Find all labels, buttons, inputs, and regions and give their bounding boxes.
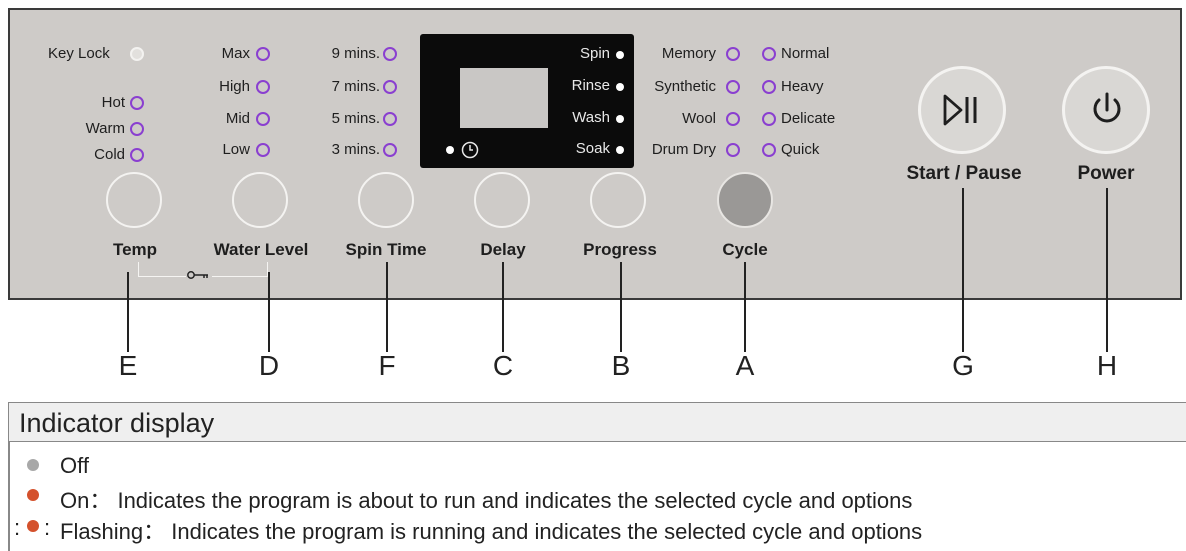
- delay-label: Delay: [480, 240, 526, 259]
- flashing-marks-left: :: [14, 515, 21, 540]
- cycle-option-normal: Normal: [781, 45, 830, 62]
- temp-label: Temp: [112, 240, 158, 259]
- legend-flashing-text: Flashing： Indicates the program is runni…: [60, 519, 923, 544]
- water-option-max: Max: [221, 45, 250, 62]
- water-level-label: Water Level: [213, 240, 309, 259]
- callout-letter-a: A: [735, 350, 755, 381]
- on-dot: [27, 489, 39, 501]
- water-max-indicator: [256, 47, 270, 61]
- temp-option-cold: Cold: [94, 146, 125, 163]
- cycle-option-synthetic: Synthetic: [654, 78, 716, 95]
- start-pause-label: Start / Pause: [906, 163, 1022, 184]
- control-panel: Key Lock Hot Warm Cold Max High Mid Low …: [8, 8, 1182, 300]
- stage-spin-indicator: [616, 51, 624, 59]
- cycle-drum-dry-indicator: [726, 143, 740, 157]
- power-button[interactable]: [1062, 66, 1150, 154]
- spin-option-7: 7 mins.: [331, 78, 380, 95]
- legend-on-text: On： Indicates the program is about to ru…: [60, 488, 913, 513]
- stage-spin-label: Spin: [579, 45, 610, 62]
- stage-rinse-indicator: [616, 83, 624, 91]
- power-label: Power: [1077, 163, 1135, 184]
- stage-soak-indicator: [616, 146, 624, 154]
- callout-line-e: [127, 272, 129, 352]
- cycle-label: Cycle: [722, 240, 768, 259]
- cycle-option-wool: Wool: [682, 110, 716, 127]
- play-pause-icon: [943, 94, 977, 126]
- temp-option-warm: Warm: [85, 120, 125, 137]
- temp-button[interactable]: [106, 172, 162, 228]
- cycle-synthetic-indicator: [726, 80, 740, 94]
- cycle-quick-indicator: [762, 143, 776, 157]
- legend-off-text: Off: [60, 453, 89, 478]
- spin-time-button[interactable]: [358, 172, 414, 228]
- callout-line-g: [962, 188, 964, 352]
- spin-7-indicator: [383, 80, 397, 94]
- cycle-delicate-indicator: [762, 112, 776, 126]
- cycle-button[interactable]: [717, 172, 773, 228]
- callout-line-d: [268, 272, 270, 352]
- start-pause-button[interactable]: [918, 66, 1006, 154]
- key-icon: [186, 268, 212, 282]
- spin-option-3: 3 mins.: [331, 141, 380, 158]
- off-dot: [27, 459, 39, 471]
- power-icon: [1093, 92, 1121, 123]
- water-high-indicator: [256, 80, 270, 94]
- callout-letter-b: B: [611, 350, 631, 381]
- indicator-legend-header: Indicator display: [8, 402, 1186, 442]
- cycle-wool-indicator: [726, 112, 740, 126]
- cycle-memory-indicator: [726, 47, 740, 61]
- temp-cold-indicator: [130, 148, 144, 162]
- water-option-low: Low: [222, 141, 250, 158]
- spin-9-indicator: [383, 47, 397, 61]
- spin-3-indicator: [383, 143, 397, 157]
- delay-button[interactable]: [474, 172, 530, 228]
- temp-option-hot: Hot: [101, 94, 125, 111]
- water-low-indicator: [256, 143, 270, 157]
- cycle-heavy-indicator: [762, 80, 776, 94]
- cycle-option-memory: Memory: [661, 45, 716, 62]
- key-lock-indicator: [130, 47, 144, 61]
- cycle-option-quick: Quick: [781, 141, 820, 158]
- callout-letter-g: G: [952, 350, 974, 381]
- callout-line-b: [620, 262, 622, 352]
- indicator-legend-title: Indicator display: [19, 408, 215, 438]
- temp-warm-indicator: [130, 122, 144, 136]
- flashing-marks-right: :: [44, 515, 51, 540]
- spin-time-label: Spin Time: [345, 240, 427, 259]
- callout-line-a: [744, 262, 746, 352]
- cycle-option-delicate: Delicate: [781, 110, 836, 127]
- spin-5-indicator: [383, 112, 397, 126]
- temp-hot-indicator: [130, 96, 144, 110]
- cycle-normal-indicator: [762, 47, 776, 61]
- key-lock-label: Key Lock: [48, 45, 110, 62]
- stage-wash-label: Wash: [572, 109, 610, 126]
- callout-letter-h: H: [1096, 350, 1118, 381]
- spin-option-9: 9 mins.: [331, 45, 380, 62]
- callout-line-f: [386, 262, 388, 352]
- stage-wash-indicator: [616, 115, 624, 123]
- water-option-mid: Mid: [225, 110, 250, 127]
- flashing-dot: [27, 520, 39, 532]
- callout-line-h: [1106, 188, 1108, 352]
- progress-label: Progress: [583, 240, 657, 259]
- legend-left-border: [8, 442, 10, 551]
- callout-letter-f: F: [378, 350, 396, 381]
- clock-icon: [461, 141, 479, 159]
- callout-letter-e: E: [118, 350, 138, 381]
- stage-soak-label: Soak: [575, 140, 610, 157]
- spin-option-5: 5 mins.: [331, 110, 380, 127]
- callout-letter-c: C: [492, 350, 514, 381]
- water-mid-indicator: [256, 112, 270, 126]
- progress-button[interactable]: [590, 172, 646, 228]
- delay-indicator: [446, 146, 454, 154]
- digit-screen: [460, 68, 548, 128]
- water-level-button[interactable]: [232, 172, 288, 228]
- cycle-option-heavy: Heavy: [781, 78, 824, 95]
- cycle-option-drum-dry: Drum Dry: [651, 141, 716, 158]
- stage-rinse-label: Rinse: [571, 77, 610, 94]
- lcd-display: Spin Rinse Wash Soak: [420, 34, 634, 168]
- callout-letter-d: D: [258, 350, 280, 381]
- water-option-high: High: [219, 78, 250, 95]
- callout-line-c: [502, 262, 504, 352]
